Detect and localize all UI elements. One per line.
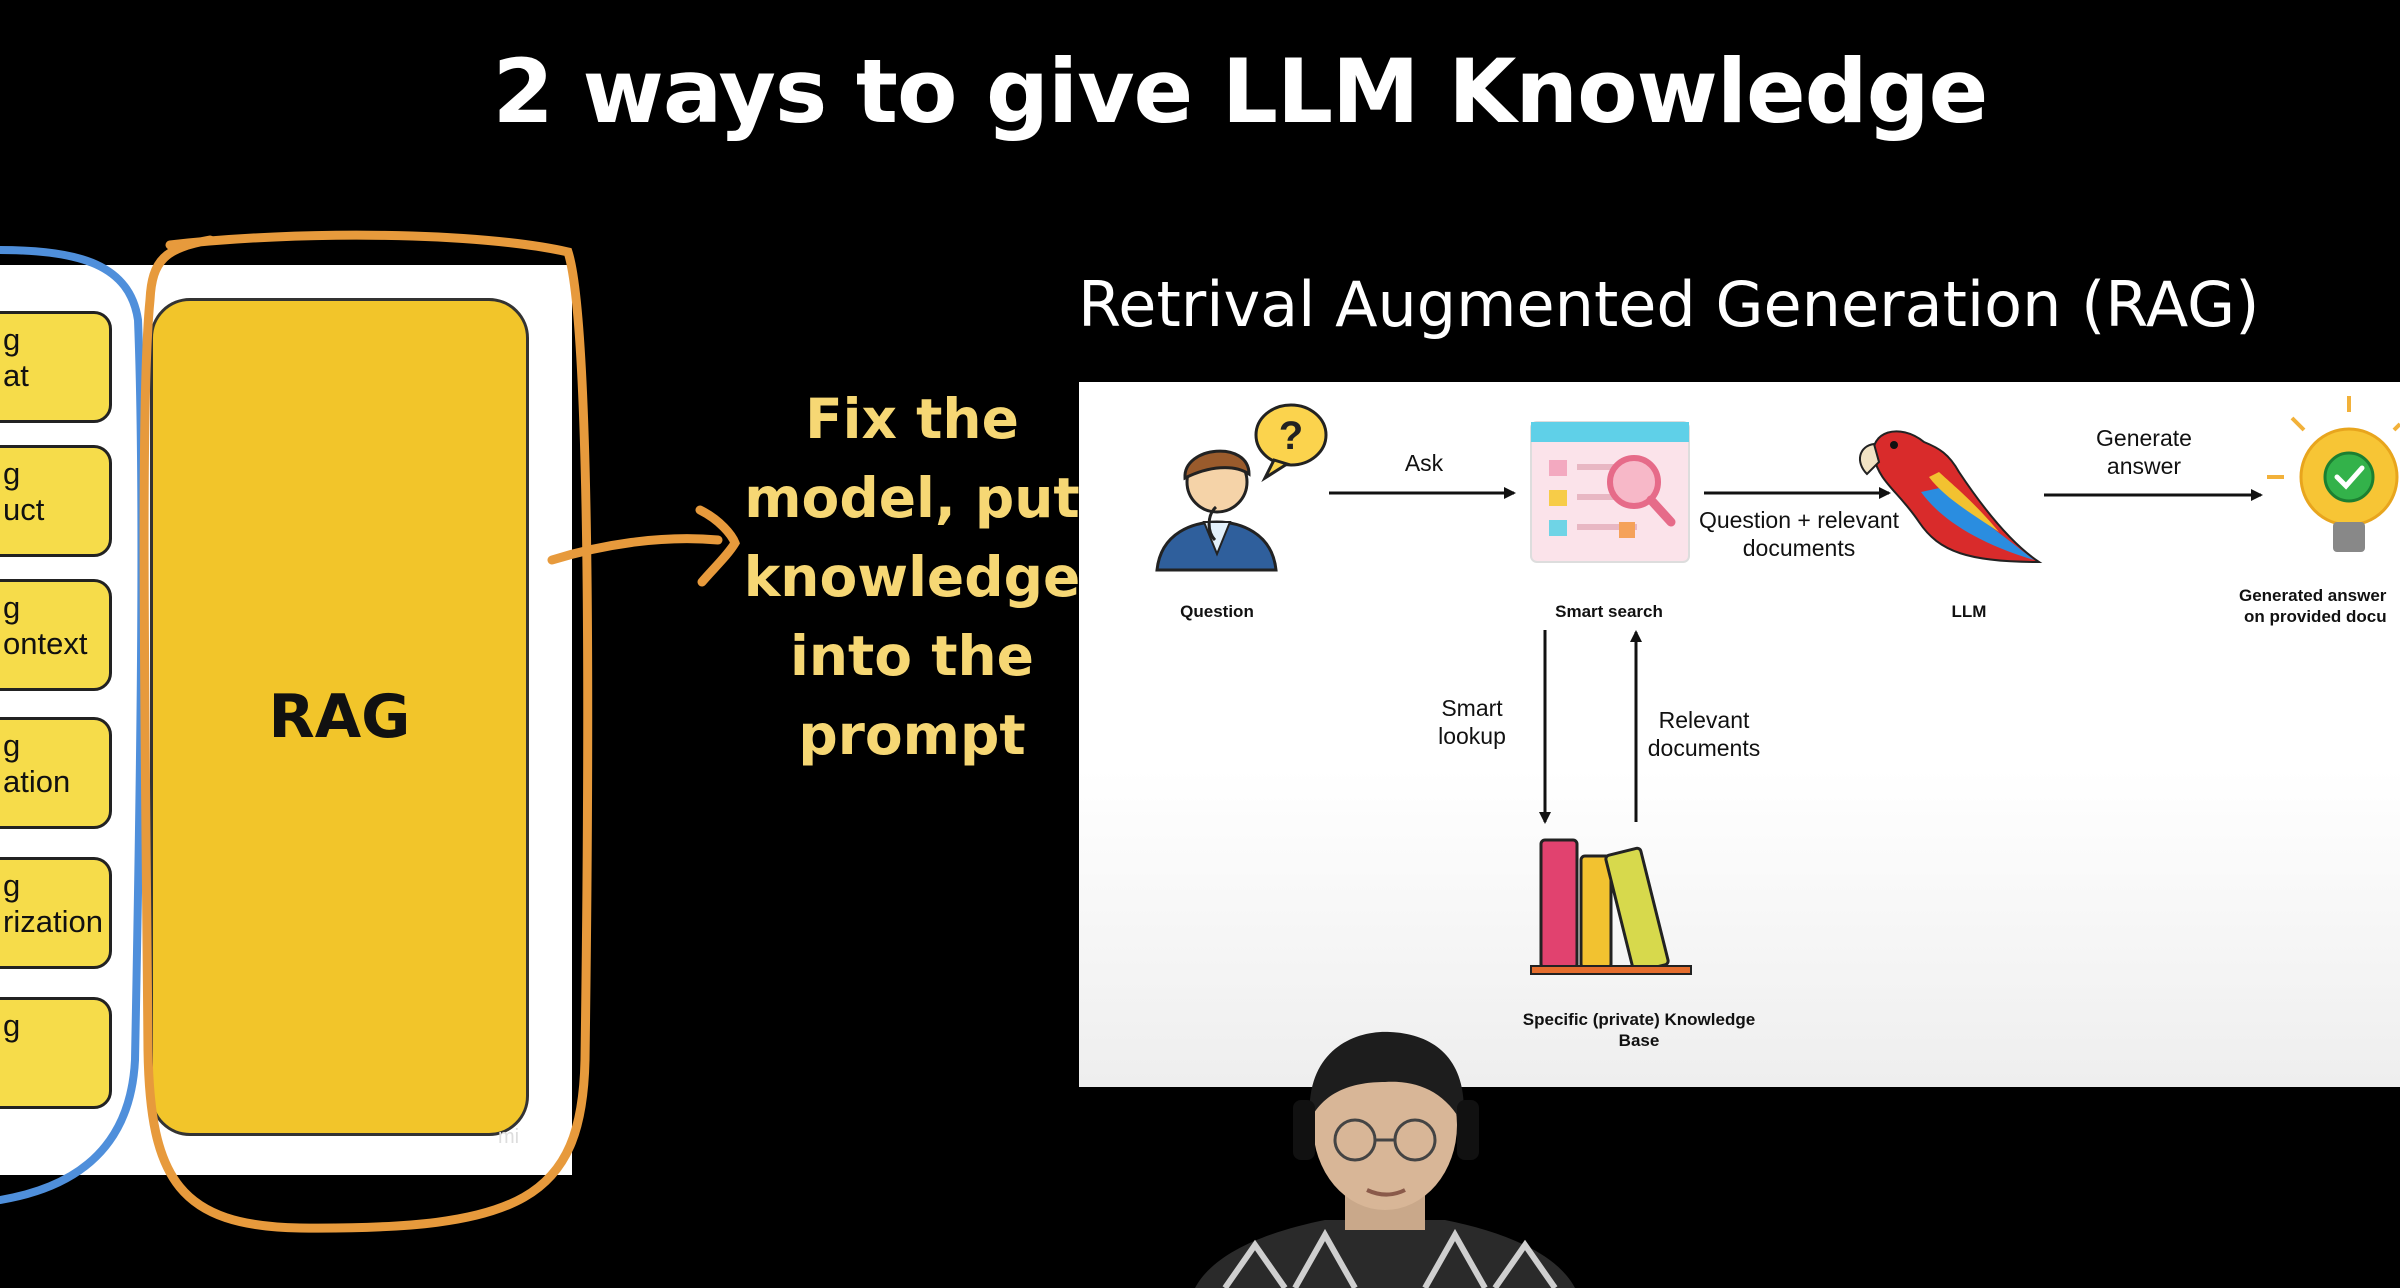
rag-block: RAG [150, 298, 529, 1136]
annotation-line: knowledge [743, 545, 1081, 609]
knowledge-base-label: Specific (private) Knowledge Base [1449, 1009, 1829, 1051]
diagram-graphics: ? [1155, 396, 2400, 975]
annotation-text: Fix the model, put knowledge into the pr… [742, 380, 1082, 775]
lightbulb-check-icon [2267, 396, 2400, 552]
stage-card: g rization [0, 857, 112, 969]
blue-annotation-loop [0, 246, 146, 1204]
person-question-icon: ? [1155, 403, 1328, 572]
parrot-icon [1858, 430, 2043, 564]
edge-label-line: documents [1742, 535, 1856, 561]
knowledge-base-line: Specific (private) Knowledge [1522, 1010, 1756, 1029]
stage-card: g ation [0, 717, 112, 829]
stage-line: g [3, 868, 21, 903]
annotation-line: model, put [744, 466, 1080, 530]
stage-line: at [3, 358, 29, 393]
generated-answer-line: on provided docu [2244, 607, 2387, 626]
presenter-webcam [1195, 1031, 1575, 1288]
orange-annotation-arrow [547, 534, 723, 565]
generated-answer-line: Generated answer [2239, 586, 2387, 605]
orange-arrow-head [695, 505, 740, 587]
ask-edge-label: Ask [1404, 450, 1444, 476]
stage-card: g ontext [0, 579, 112, 691]
edge-label-line: Question + relevant [1698, 507, 1900, 533]
relevant-docs-edge-label: Relevant documents [1634, 706, 1774, 762]
rag-diagram-panel: ? [1079, 382, 2400, 1087]
edge-label-line: Smart [1441, 695, 1503, 721]
smart-lookup-edge-label: Smart lookup [1417, 694, 1527, 750]
rag-heading: Retrival Augmented Generation (RAG) [1078, 268, 2260, 341]
annotation-line: prompt [798, 703, 1026, 767]
stage-card: g [0, 997, 112, 1109]
stage-card: g at [0, 311, 112, 423]
stage-line: g [3, 322, 21, 357]
stage-line: g [3, 1008, 21, 1043]
stage-line: g [3, 728, 21, 763]
orange-annotation-loop [139, 230, 593, 1233]
edge-label-line: Relevant [1658, 707, 1750, 733]
stage-line: rization [3, 904, 103, 939]
slide-title: 2 ways to give LLM Knowledge [492, 40, 1989, 143]
edge-label-line: answer [2106, 453, 2182, 479]
stage-card: g uct [0, 445, 112, 557]
stage-line: uct [3, 492, 45, 527]
knowledge-base-line: Base [1618, 1031, 1660, 1050]
svg-text:?: ? [1279, 414, 1303, 458]
stage-line: ontext [3, 626, 88, 661]
smart-search-label: Smart search [1555, 602, 1663, 621]
board-watermark: mi [498, 1126, 520, 1148]
annotation-line: into the [790, 624, 1034, 688]
generated-answer-label: Generated answer on provided docu [2239, 585, 2400, 627]
stage-line: g [3, 590, 21, 625]
books-icon [1530, 838, 1692, 975]
search-screen-icon [1530, 421, 1690, 563]
annotation-line: Fix the [805, 387, 1019, 451]
annotation-layer [0, 230, 740, 1233]
question-label: Question [1180, 602, 1254, 621]
generate-edge-label: Generate answer [2044, 424, 2244, 480]
edge-label-line: Generate [2096, 425, 2192, 451]
edge-label-line: lookup [1438, 723, 1506, 749]
stage-line: ation [3, 764, 71, 799]
rag-block-label: RAG [268, 682, 411, 752]
question-docs-edge-label: Question + relevant documents [1684, 506, 1914, 562]
edge-label-line: documents [1647, 735, 1761, 761]
stage-line: g [3, 456, 21, 491]
llm-label: LLM [1951, 602, 1987, 621]
